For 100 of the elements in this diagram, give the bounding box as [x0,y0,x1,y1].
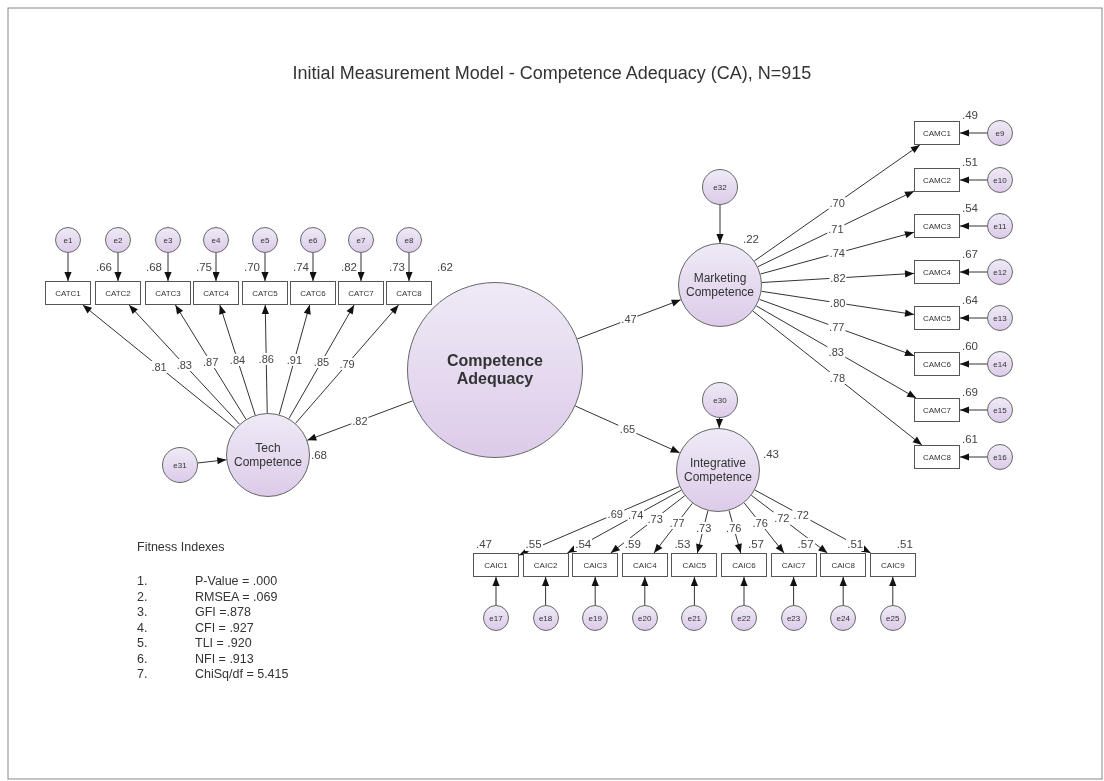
edge-label: .72 [792,509,810,522]
error-circle: e4 [203,227,229,253]
arrow [164,252,172,282]
r-squared-label: .57 [747,538,765,551]
arrow [750,494,828,554]
edge-label: .84 [228,353,247,367]
arrow [740,576,748,606]
edge-label: .73 [646,512,664,525]
error-circle: e2 [105,227,131,253]
r-squared-label: .49 [961,109,979,122]
error-circle: e5 [252,227,278,253]
list-number: 1. [137,574,148,588]
fit-index-text: GFI =.878 [195,605,251,619]
edge-label: .82 [351,414,369,427]
arrow [761,270,915,283]
edge-label: .82 [829,271,847,284]
indicator-box: CATC7 [338,281,384,305]
error-circle: e22 [731,605,757,631]
fit-index-text: P-Value = .000 [195,574,278,588]
error-circle: e21 [681,605,708,631]
indicator-box: CAIC1 [473,553,519,577]
error-circle: e17 [483,605,509,631]
arrow [610,495,686,554]
arrow [959,268,988,276]
r-squared-label: .66 [95,261,113,274]
r-squared-label: .59 [623,538,642,551]
arrow [690,576,698,606]
error-circle: e1 [55,227,81,253]
diagram-title: Initial Measurement Model - Competence Adequacy (CA), N=915 [291,63,813,84]
error-circle: e32 [702,169,738,205]
arrow [278,304,311,416]
r-squared-label: .47 [475,538,493,551]
arrow [757,190,915,268]
error-circle: e31 [162,447,198,483]
indicator-box: CAMC4 [914,260,960,284]
edge-label: .47 [620,313,638,326]
indicator-box: CAIC5 [671,553,718,577]
fit-index-text: CFI = .927 [195,620,254,635]
arrow [295,304,400,424]
error-circle: e3 [155,227,181,253]
error-circle: e25 [879,605,906,631]
edge-label: .85 [312,355,331,368]
fit-index-text: NFI = .913 [195,651,254,666]
error-circle: e20 [631,605,658,631]
r-squared-label: .53 [673,538,692,551]
arrow [752,310,923,446]
arrow [959,314,988,322]
edge-label: .77 [668,517,686,530]
edge-label: .74 [627,509,645,522]
error-circle: e15 [987,397,1013,423]
list-number: 5. [137,636,148,650]
list-number: 3. [137,605,148,619]
indicator-box: CAMC6 [914,352,960,376]
edge-label: .77 [828,321,846,334]
arrow [758,298,915,357]
arrow [576,299,682,340]
arrow [715,417,724,429]
indicator-box: CATC1 [45,281,91,305]
r-squared-label: .70 [243,261,261,274]
indicator-box: CAIC9 [869,553,916,577]
r-squared-label: .51 [961,156,979,169]
arrow [753,144,921,262]
r-squared-label: .67 [961,248,979,261]
r-squared-label: .73 [388,261,406,274]
arrow [357,252,365,282]
edge-label: .76 [751,516,769,529]
edge-label: .81 [150,360,168,373]
edge-label: .83 [175,358,193,371]
edge-label: .87 [202,356,220,369]
error-circle: e14 [987,351,1013,377]
r-squared-label: .69 [961,386,979,399]
indicator-box: CAIC2 [522,553,569,577]
arrow [309,252,317,282]
arrow [518,486,680,556]
r-squared-label: .51 [895,538,914,551]
arrow [959,406,988,414]
r-squared-label: .60 [961,340,979,353]
edge-label: .69 [606,507,624,520]
indicator-box: CAIC4 [621,553,668,577]
indicator-box: CAIC6 [721,553,767,577]
arrow [959,222,988,230]
list-number: 6. [137,651,148,666]
r-squared-label: .43 [762,448,780,461]
error-circle: e23 [780,605,807,631]
edge-label: .74 [828,247,846,260]
indicator-box: CAMC2 [914,168,960,192]
error-circle: e11 [987,213,1013,239]
indicator-box: CATC4 [193,281,239,305]
indicator-box: CATC5 [242,281,288,305]
indicator-box: CAMC1 [914,121,960,145]
arrow [959,360,988,368]
arrow [128,304,240,425]
latent-circle: Marketing Competence [678,243,762,327]
fit-index-text: RMSEA = .069 [195,589,278,604]
r-squared-label: .62 [436,261,454,274]
indicator-box: CAIC7 [770,553,817,577]
r-squared-label: .75 [195,261,213,274]
arrow [64,252,72,282]
arrow [542,576,550,606]
edge-label: .80 [829,296,847,309]
